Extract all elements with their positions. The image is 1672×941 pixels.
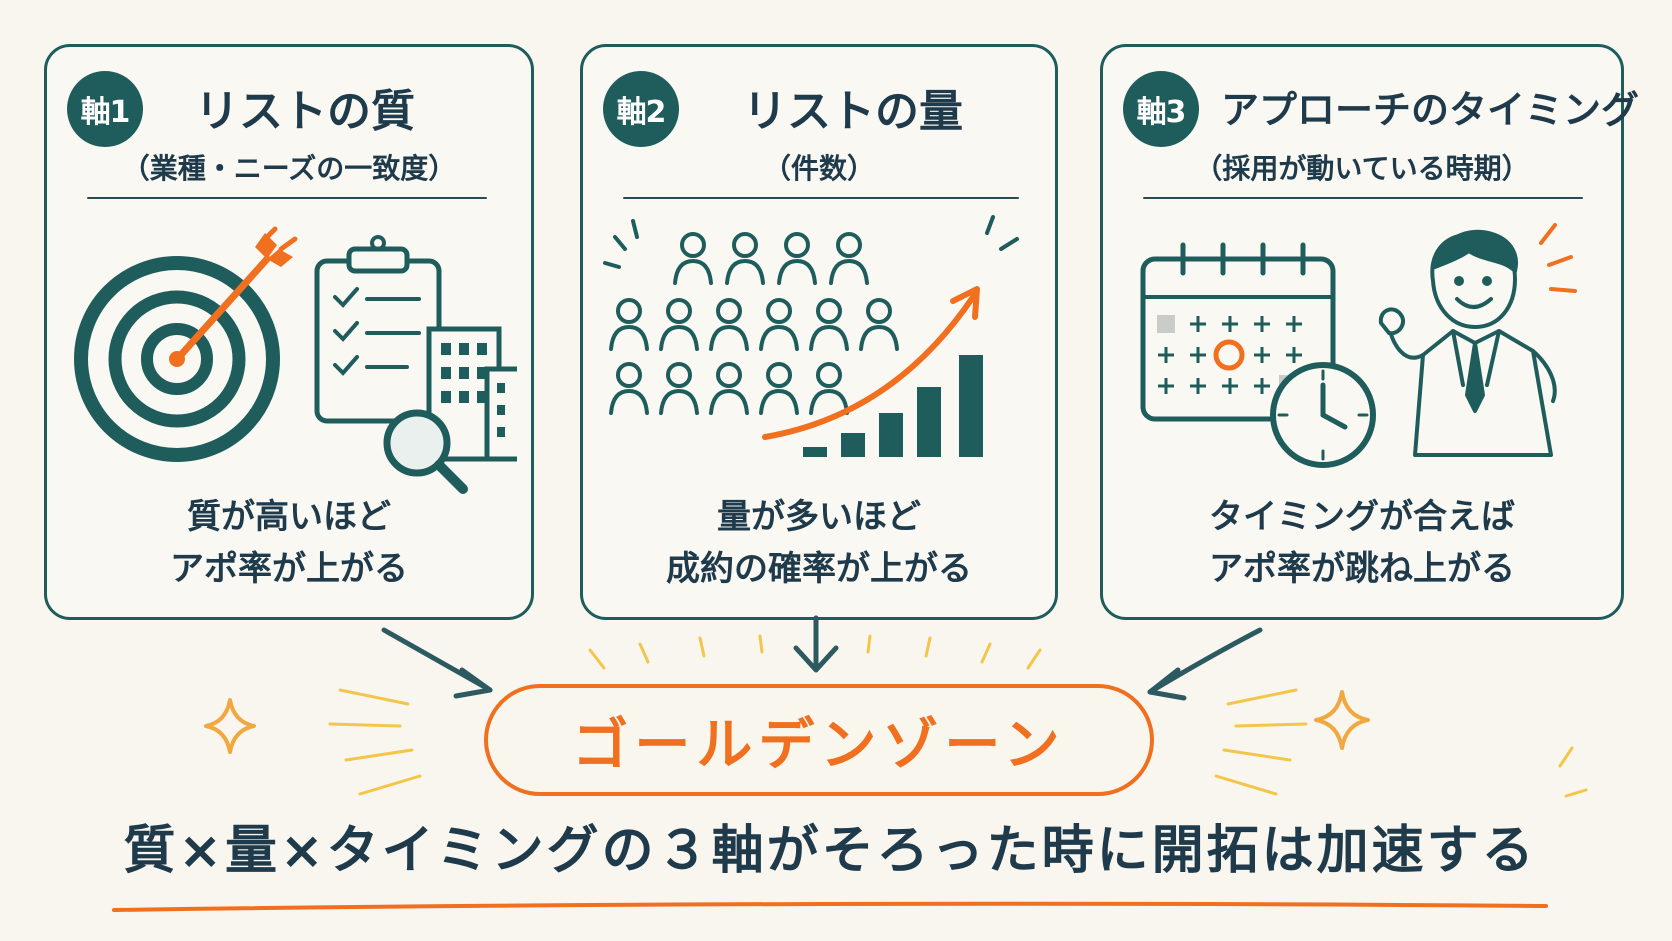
- caption-line: 質が高いほど: [187, 497, 391, 537]
- person-body: [829, 258, 869, 285]
- person-body: [809, 388, 849, 415]
- axis-subtitle-3: （採用が動いている時期）: [1194, 152, 1530, 185]
- divider: [1143, 197, 1583, 199]
- radiating-rays: [328, 634, 1588, 798]
- person-head: [680, 232, 706, 258]
- person-head: [716, 298, 742, 324]
- caption-line: アポ率が上がる: [170, 549, 408, 589]
- golden-zone-pill: ゴールデンゾーン: [484, 684, 1154, 796]
- axis-badge-1: 軸1: [67, 71, 143, 147]
- conclusion-text: 質×量×タイミングの３軸がそろった時に開拓は加速する: [123, 821, 1537, 881]
- person-head: [816, 362, 842, 388]
- person-head: [766, 362, 792, 388]
- quality-illustration: [74, 226, 517, 494]
- person-head: [766, 298, 792, 324]
- person-body: [659, 388, 699, 415]
- person-head: [616, 298, 642, 324]
- sparkle-icon: [1539, 223, 1577, 293]
- axis-badge-3: 軸3: [1123, 71, 1199, 147]
- person-body: [709, 324, 749, 351]
- axis-card-timing: 軸3 アプローチのタイミング （採用が動いている時期）: [1100, 44, 1639, 620]
- caption-line: 量が多いほど: [717, 497, 921, 537]
- timing-illustration: [1140, 223, 1577, 468]
- growth-bar-chart-icon: [762, 286, 983, 457]
- person-body: [725, 258, 765, 285]
- axis-caption-3: タイミングが合えば アポ率が跳ね上がる: [1103, 491, 1621, 595]
- axis-title-1: リストの質: [195, 86, 415, 137]
- person-body: [673, 258, 713, 285]
- person-body: [709, 388, 749, 415]
- magnifier-icon: [383, 409, 468, 494]
- axis-card-volume: 軸2 リストの量 （件数） 量が多いほど 成約の確率が上: [580, 44, 1058, 620]
- axis-caption-1: 質が高いほど アポ率が上がる: [47, 491, 531, 595]
- axis-badge-2: 軸2: [603, 71, 679, 147]
- axis-subtitle-2: （件数）: [762, 152, 875, 185]
- axis-card-quality: 軸1 リストの質 （業種・ニーズの一致度）: [44, 44, 534, 620]
- person-body: [859, 324, 899, 351]
- person-head: [716, 362, 742, 388]
- sparkle-icon: [603, 215, 1019, 269]
- person-head: [732, 232, 758, 258]
- sparkle-icon: [204, 690, 1370, 754]
- businessman-icon: [1378, 229, 1557, 457]
- person-body: [609, 324, 649, 351]
- person-head: [616, 362, 642, 388]
- divider: [87, 197, 487, 199]
- volume-illustration: [603, 215, 1019, 457]
- target-arrow-icon: [74, 226, 298, 462]
- caption-line: アポ率が跳ね上がる: [1209, 549, 1515, 589]
- person-head: [836, 232, 862, 258]
- person-body: [659, 324, 699, 351]
- axis-subtitle-1: （業種・ニーズの一致度）: [121, 152, 457, 185]
- person-head: [666, 362, 692, 388]
- arrow-from-axis-3: [1147, 627, 1263, 695]
- person-head: [784, 232, 810, 258]
- person-body: [777, 258, 817, 285]
- person-body: [809, 324, 849, 351]
- person-head: [666, 298, 692, 324]
- caption-line: 成約の確率が上がる: [666, 549, 972, 589]
- conclusion-underline: [112, 901, 1548, 912]
- person-body: [609, 388, 649, 415]
- axis-caption-2: 量が多いほど 成約の確率が上がる: [583, 491, 1055, 595]
- axis-title-2: リストの量: [743, 86, 963, 137]
- axis-title-3: アプローチのタイミング: [1221, 88, 1640, 132]
- person-body: [759, 324, 799, 351]
- person-body: [759, 388, 799, 415]
- clock-icon: [1270, 362, 1376, 468]
- divider: [623, 197, 1019, 199]
- person-head: [816, 298, 842, 324]
- person-head: [866, 298, 892, 324]
- caption-line: タイミングが合えば: [1209, 497, 1515, 537]
- people-crowd-icon: [609, 232, 899, 415]
